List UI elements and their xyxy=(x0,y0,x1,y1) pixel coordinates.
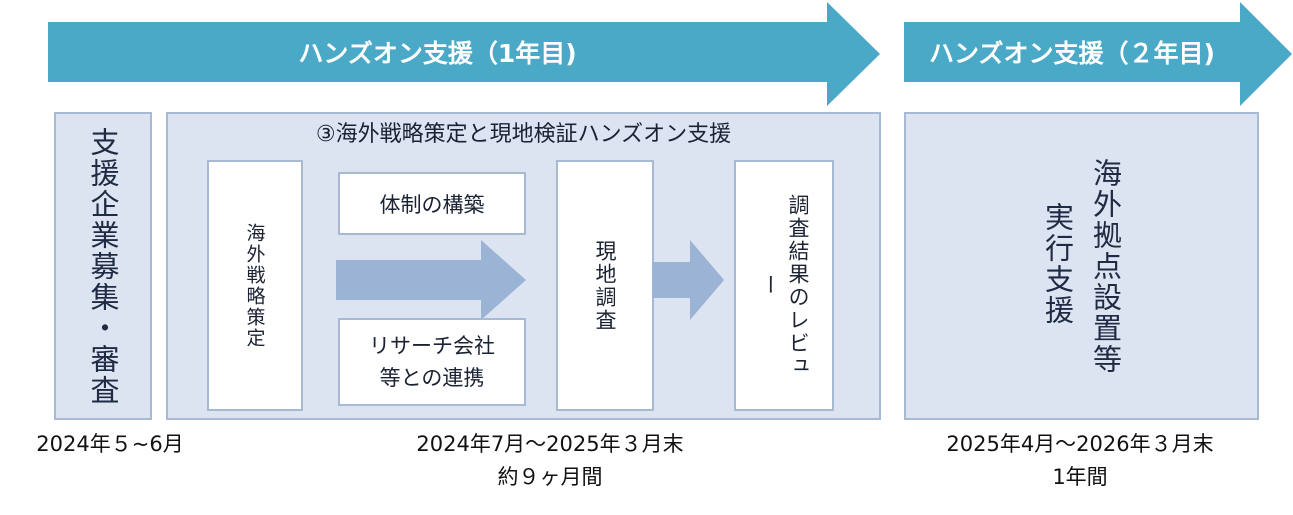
year2-duration: 1年間 xyxy=(1052,465,1108,489)
year2-date-range: 2025年4月～2026年３月末 xyxy=(946,432,1214,456)
research-partnership-line1: リサーチ会社 xyxy=(369,334,495,358)
year2-panel: 海外拠点設置等 実行支援 xyxy=(904,112,1259,420)
field-survey-card: 現地調査 xyxy=(556,160,654,411)
research-partnership-line2: 等との連携 xyxy=(379,366,485,390)
year2-phase-label: ハンズオン支援（２年目) xyxy=(929,39,1215,68)
recruitment-label: 支援企業募集・審査 xyxy=(86,126,120,406)
year2-label-line2: 実行支援 xyxy=(1040,201,1075,326)
system-build-label: 体制の構築 xyxy=(379,192,485,217)
flow-arrow-to-survey xyxy=(336,240,526,320)
hands-on-duration: 約９ヶ月間 xyxy=(497,465,603,489)
system-build-card: 体制の構築 xyxy=(338,172,526,235)
year1-phase-arrow xyxy=(48,2,880,106)
recruit-date: 2024年５~6月 xyxy=(36,432,184,456)
strategy-card: 海外戦略策定 xyxy=(207,160,303,411)
hands-on-title: ③海外戦略策定と現地検証ハンズオン支援 xyxy=(315,122,732,147)
recruitment-panel: 支援企業募集・審査 xyxy=(54,112,152,420)
year2-label-line1: 海外拠点設置等 xyxy=(1088,157,1123,375)
year2-phase-arrow xyxy=(904,2,1292,106)
review-card: 調査結果のレビュー xyxy=(734,160,834,411)
phase-arrows xyxy=(48,2,1292,106)
field-survey-label: 現地調査 xyxy=(593,239,617,332)
strategy-label: 海外戦略策定 xyxy=(243,222,266,349)
year1-phase-label: ハンズオン支援（1年目) xyxy=(298,39,577,68)
flow-arrow-to-review xyxy=(652,240,724,320)
hands-on-date-range: 2024年7月～2025年３月末 xyxy=(416,432,684,456)
research-partnership-card: リサーチ会社 等との連携 xyxy=(338,318,526,406)
review-label: 調査結果のレビュー xyxy=(758,193,810,378)
